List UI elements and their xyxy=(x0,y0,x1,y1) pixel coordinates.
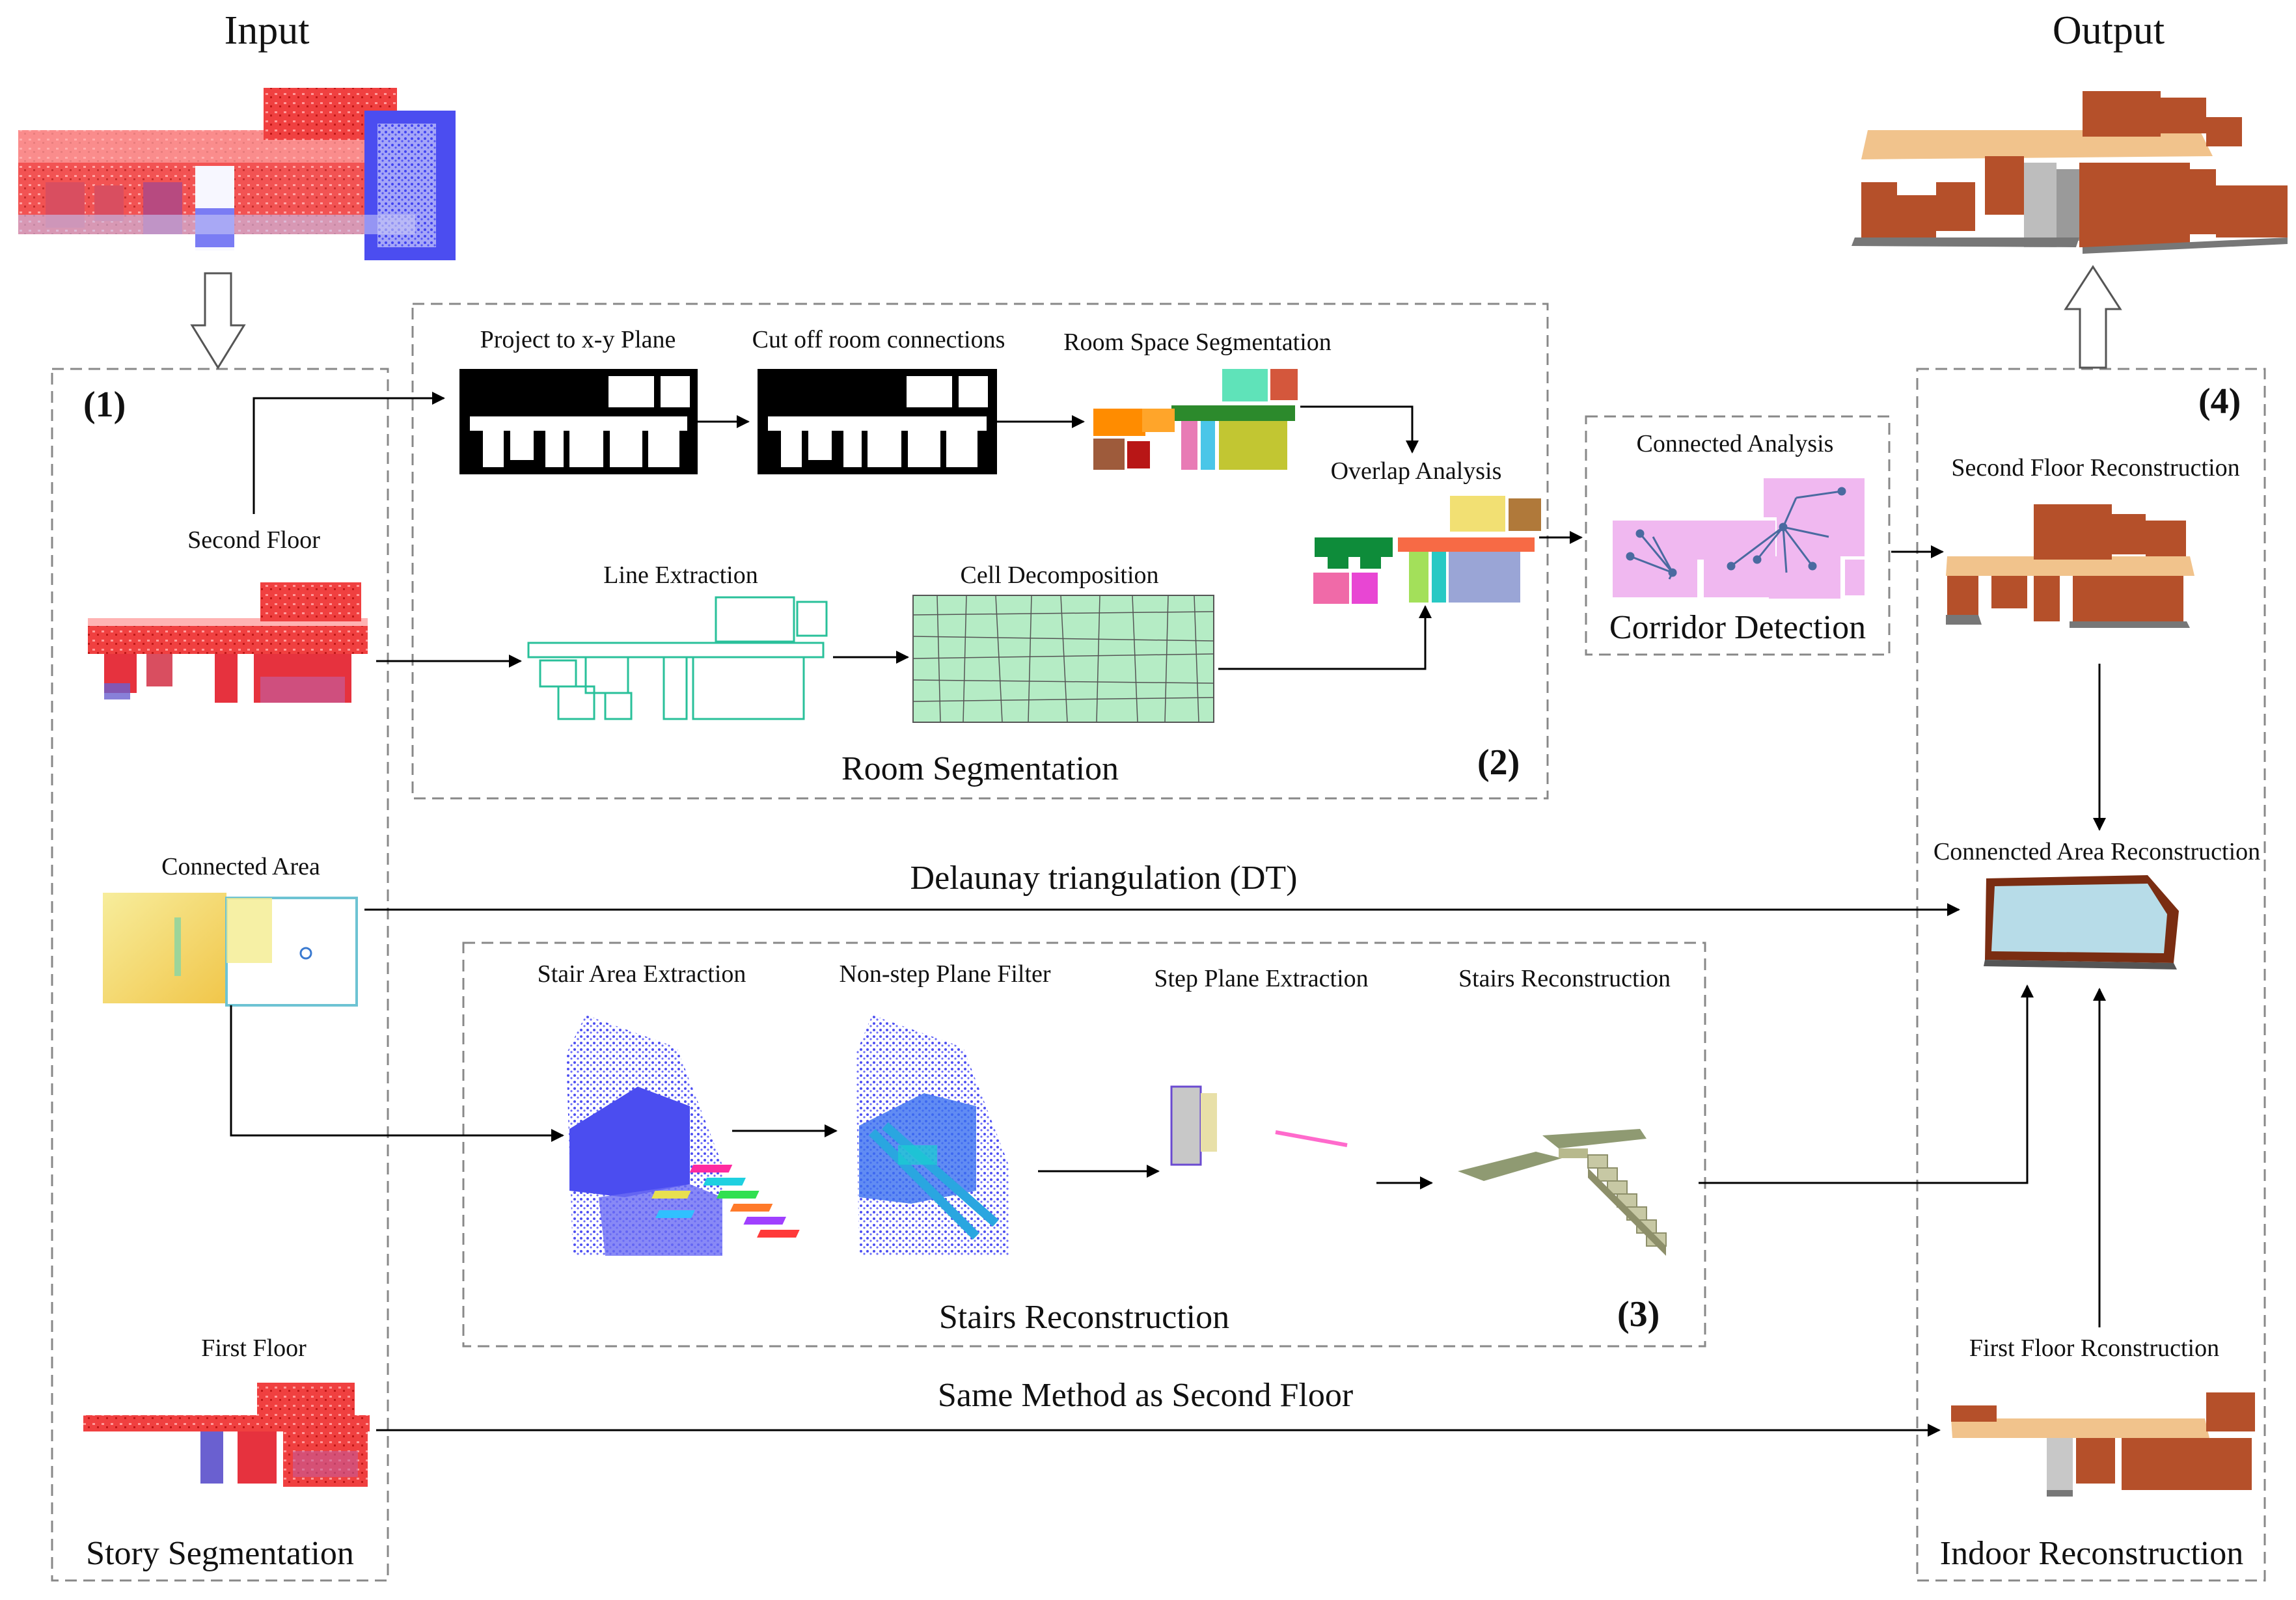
hollow-arrow-down xyxy=(190,272,246,370)
second-floor-recon-label: Second Floor Reconstruction xyxy=(1951,454,2240,481)
room-space-segmentation-image xyxy=(1093,369,1298,470)
connected-area-recon-label: Connencted Area Reconstruction xyxy=(1933,838,2261,865)
stair-area-label: Stair Area Extraction xyxy=(537,960,746,988)
connected-area-reconstruction-model xyxy=(1984,875,2179,969)
overlap-analysis-image xyxy=(1313,496,1541,604)
room-space-seg-label: Room Space Segmentation xyxy=(1063,329,1332,356)
first-floor-label: First Floor xyxy=(201,1335,307,1362)
second-floor-reconstruction-model xyxy=(1946,504,2194,628)
first-floor-reconstruction-model xyxy=(1951,1392,2255,1497)
stairs-step-number: (3) xyxy=(1617,1294,1660,1335)
overlap-analysis-label: Overlap Analysis xyxy=(1330,457,1502,485)
project-xy-label: Project to x-y Plane xyxy=(480,326,676,353)
room-segmentation-caption: Room Segmentation xyxy=(841,750,1119,787)
second-floor-point-cloud xyxy=(88,582,368,703)
indoor-reconstruction-box xyxy=(1916,368,2266,1582)
story-segmentation-box xyxy=(51,368,389,1582)
story-step-number: (1) xyxy=(83,385,126,425)
same-method-label: Same Method as Second Floor xyxy=(937,1377,1354,1414)
hollow-arrow-up xyxy=(2064,265,2122,369)
stairs-recon-label: Stairs Reconstruction xyxy=(1458,965,1671,992)
line-extraction-image xyxy=(527,596,828,720)
projected-binary-image xyxy=(459,369,698,474)
corridor-detection-caption: Corridor Detection xyxy=(1609,609,1866,646)
corridor-detection-box xyxy=(1585,415,1891,656)
input-title: Input xyxy=(224,8,310,53)
room-step-number: (2) xyxy=(1477,742,1520,783)
step-plane-label: Step Plane Extraction xyxy=(1154,965,1369,992)
cutoff-label: Cut off room connections xyxy=(752,326,1005,353)
indoor-step-number: (4) xyxy=(2198,381,2241,422)
second-floor-label: Second Floor xyxy=(187,526,320,554)
stairs-reconstruction-box xyxy=(462,942,1706,1348)
story-segmentation-caption: Story Segmentation xyxy=(86,1535,354,1572)
connected-area-label: Connected Area xyxy=(161,853,320,880)
stairs-reconstruction-caption: Stairs Reconstruction xyxy=(938,1299,1230,1336)
connector-arrows xyxy=(230,392,2106,1437)
dt-label: Delaunay triangulation (DT) xyxy=(910,860,1298,897)
output-building-model xyxy=(1852,91,2288,254)
room-segmentation-box xyxy=(411,303,1549,800)
connected-analysis-label: Connected Analysis xyxy=(1636,430,1834,457)
output-title: Output xyxy=(2052,8,2165,53)
cell-decomposition-label: Cell Decomposition xyxy=(960,562,1159,589)
non-step-plane-filter-image xyxy=(856,1015,1009,1256)
stair-area-extraction-image xyxy=(566,1015,722,1256)
non-step-filter-label: Non-step Plane Filter xyxy=(839,960,1051,988)
input-point-cloud xyxy=(18,88,456,260)
stairs-reconstruction-model xyxy=(1458,1129,1667,1256)
step-plane-extraction-image xyxy=(651,1085,1348,1238)
connected-area-point-cloud xyxy=(103,893,358,1007)
line-extraction-label: Line Extraction xyxy=(603,562,758,589)
first-floor-recon-label: First Floor Rconstruction xyxy=(1969,1335,2220,1362)
cutoff-binary-image xyxy=(758,369,997,474)
indoor-reconstruction-caption: Indoor Reconstruction xyxy=(1939,1535,2244,1572)
corridor-graph-image xyxy=(1613,478,1865,599)
first-floor-point-cloud xyxy=(83,1383,370,1487)
cell-decomposition-image xyxy=(912,595,1214,723)
